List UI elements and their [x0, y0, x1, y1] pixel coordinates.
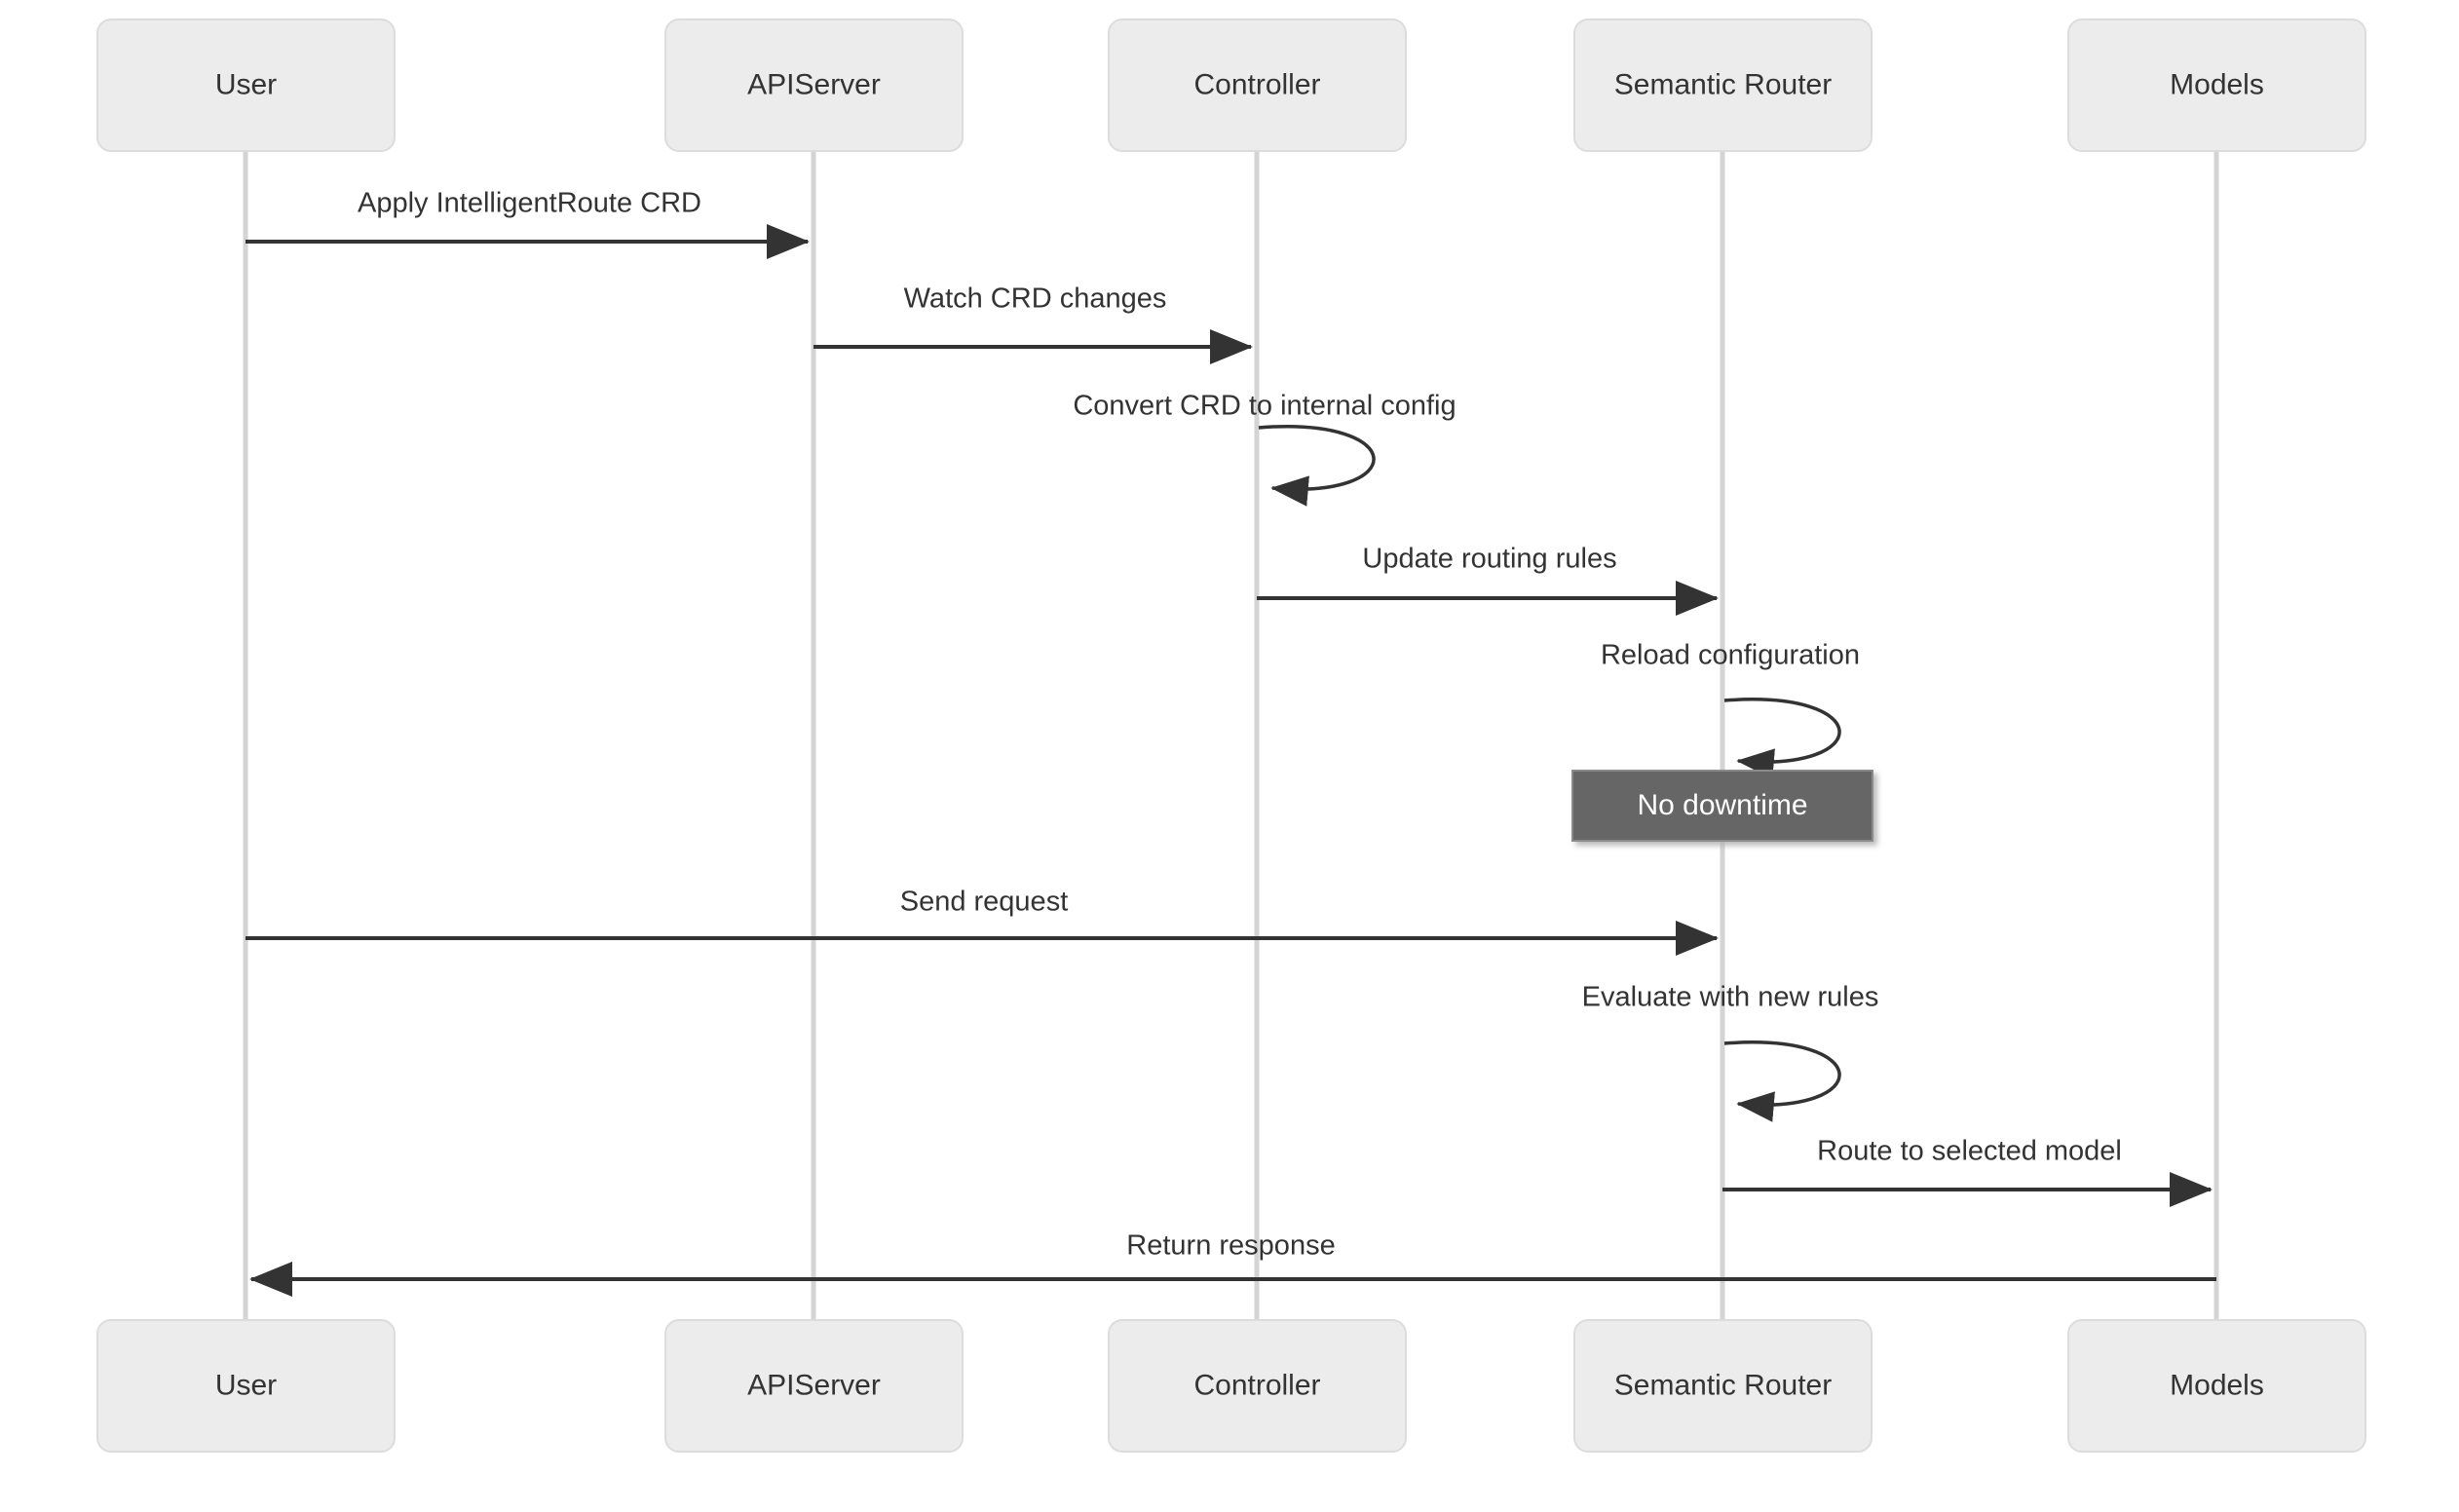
message-label: Evaluate with new rules [1582, 982, 1879, 1013]
message-label: Watch CRD changes [904, 284, 1167, 315]
participant-controller-bottom[interactable]: Controller [1108, 1319, 1407, 1453]
message-3-self-loop[interactable]: Convert CRD to internal config [1073, 391, 1456, 507]
participant-router-top[interactable]: Semantic Router [1573, 19, 1873, 152]
message-2-arrow[interactable]: Watch CRD changes [813, 284, 1253, 364]
self-loop-arrow [1723, 1040, 1841, 1122]
message-6-arrow[interactable]: Send request [246, 887, 1719, 956]
participant-label: APIServer [747, 1369, 881, 1401]
participant-controller-top[interactable]: Controller [1108, 19, 1407, 152]
notes-group: No downtime [1571, 770, 1873, 842]
participant-box [1108, 1319, 1407, 1453]
message-1-arrow[interactable]: Apply IntelligentRoute CRD [246, 188, 810, 259]
actors-top-group: User APIServer Controller Semantic Router Mo… [96, 19, 2366, 152]
message-5-self-loop[interactable]: Reload configuration [1601, 640, 1860, 779]
participant-label: Controller [1193, 68, 1320, 100]
self-loop-arrow [1258, 425, 1376, 507]
participant-label: User [215, 68, 277, 100]
participant-label: User [215, 1369, 277, 1401]
participant-box [1573, 1319, 1873, 1453]
participant-label: APIServer [747, 68, 881, 100]
message-4-arrow[interactable]: Update routing rules [1257, 544, 1719, 616]
participant-box [2067, 19, 2366, 152]
message-9-arrow[interactable]: Return response [249, 1230, 2216, 1297]
participant-box [1108, 19, 1407, 152]
actors-bottom-group: User APIServer Controller Semantic Router Mo… [96, 1319, 2366, 1453]
participant-box [1573, 19, 1873, 152]
participant-apiserver-top[interactable]: APIServer [664, 19, 964, 152]
note-no-downtime[interactable]: No downtime [1571, 770, 1873, 842]
participant-box [664, 19, 964, 152]
participant-apiserver-bottom[interactable]: APIServer [664, 1319, 964, 1453]
participant-models-top[interactable]: Models [2067, 19, 2366, 152]
participant-user-bottom[interactable]: User [96, 1319, 396, 1453]
note-label: No downtime [1637, 789, 1807, 821]
message-label: Convert CRD to internal config [1073, 391, 1456, 422]
participant-box [96, 19, 396, 152]
participant-label: Semantic Router [1614, 68, 1832, 100]
participant-label: Controller [1193, 1369, 1320, 1401]
message-8-arrow[interactable]: Route to selected model [1722, 1136, 2213, 1207]
message-label: Send request [900, 887, 1069, 918]
participant-router-bottom[interactable]: Semantic Router [1573, 1319, 1873, 1453]
participant-user-top[interactable]: User [96, 19, 396, 152]
participant-label: Semantic Router [1614, 1369, 1832, 1401]
participant-box [664, 1319, 964, 1453]
message-label: Apply IntelligentRoute CRD [358, 188, 701, 219]
participant-label: Models [2170, 68, 2264, 100]
message-label: Route to selected model [1817, 1136, 2122, 1167]
note-box [1571, 770, 1873, 842]
participant-box [2067, 1319, 2366, 1453]
message-label: Reload configuration [1601, 640, 1860, 671]
messages-group: Apply IntelligentRoute CRD Watch CRD chan… [246, 188, 2216, 1297]
participant-box [96, 1319, 396, 1453]
participant-models-bottom[interactable]: Models [2067, 1319, 2366, 1453]
message-label: Update routing rules [1362, 544, 1616, 575]
message-label: Return response [1126, 1230, 1335, 1262]
participant-label: Models [2170, 1369, 2264, 1401]
self-loop-arrow [1723, 698, 1841, 779]
message-7-self-loop[interactable]: Evaluate with new rules [1582, 982, 1879, 1122]
